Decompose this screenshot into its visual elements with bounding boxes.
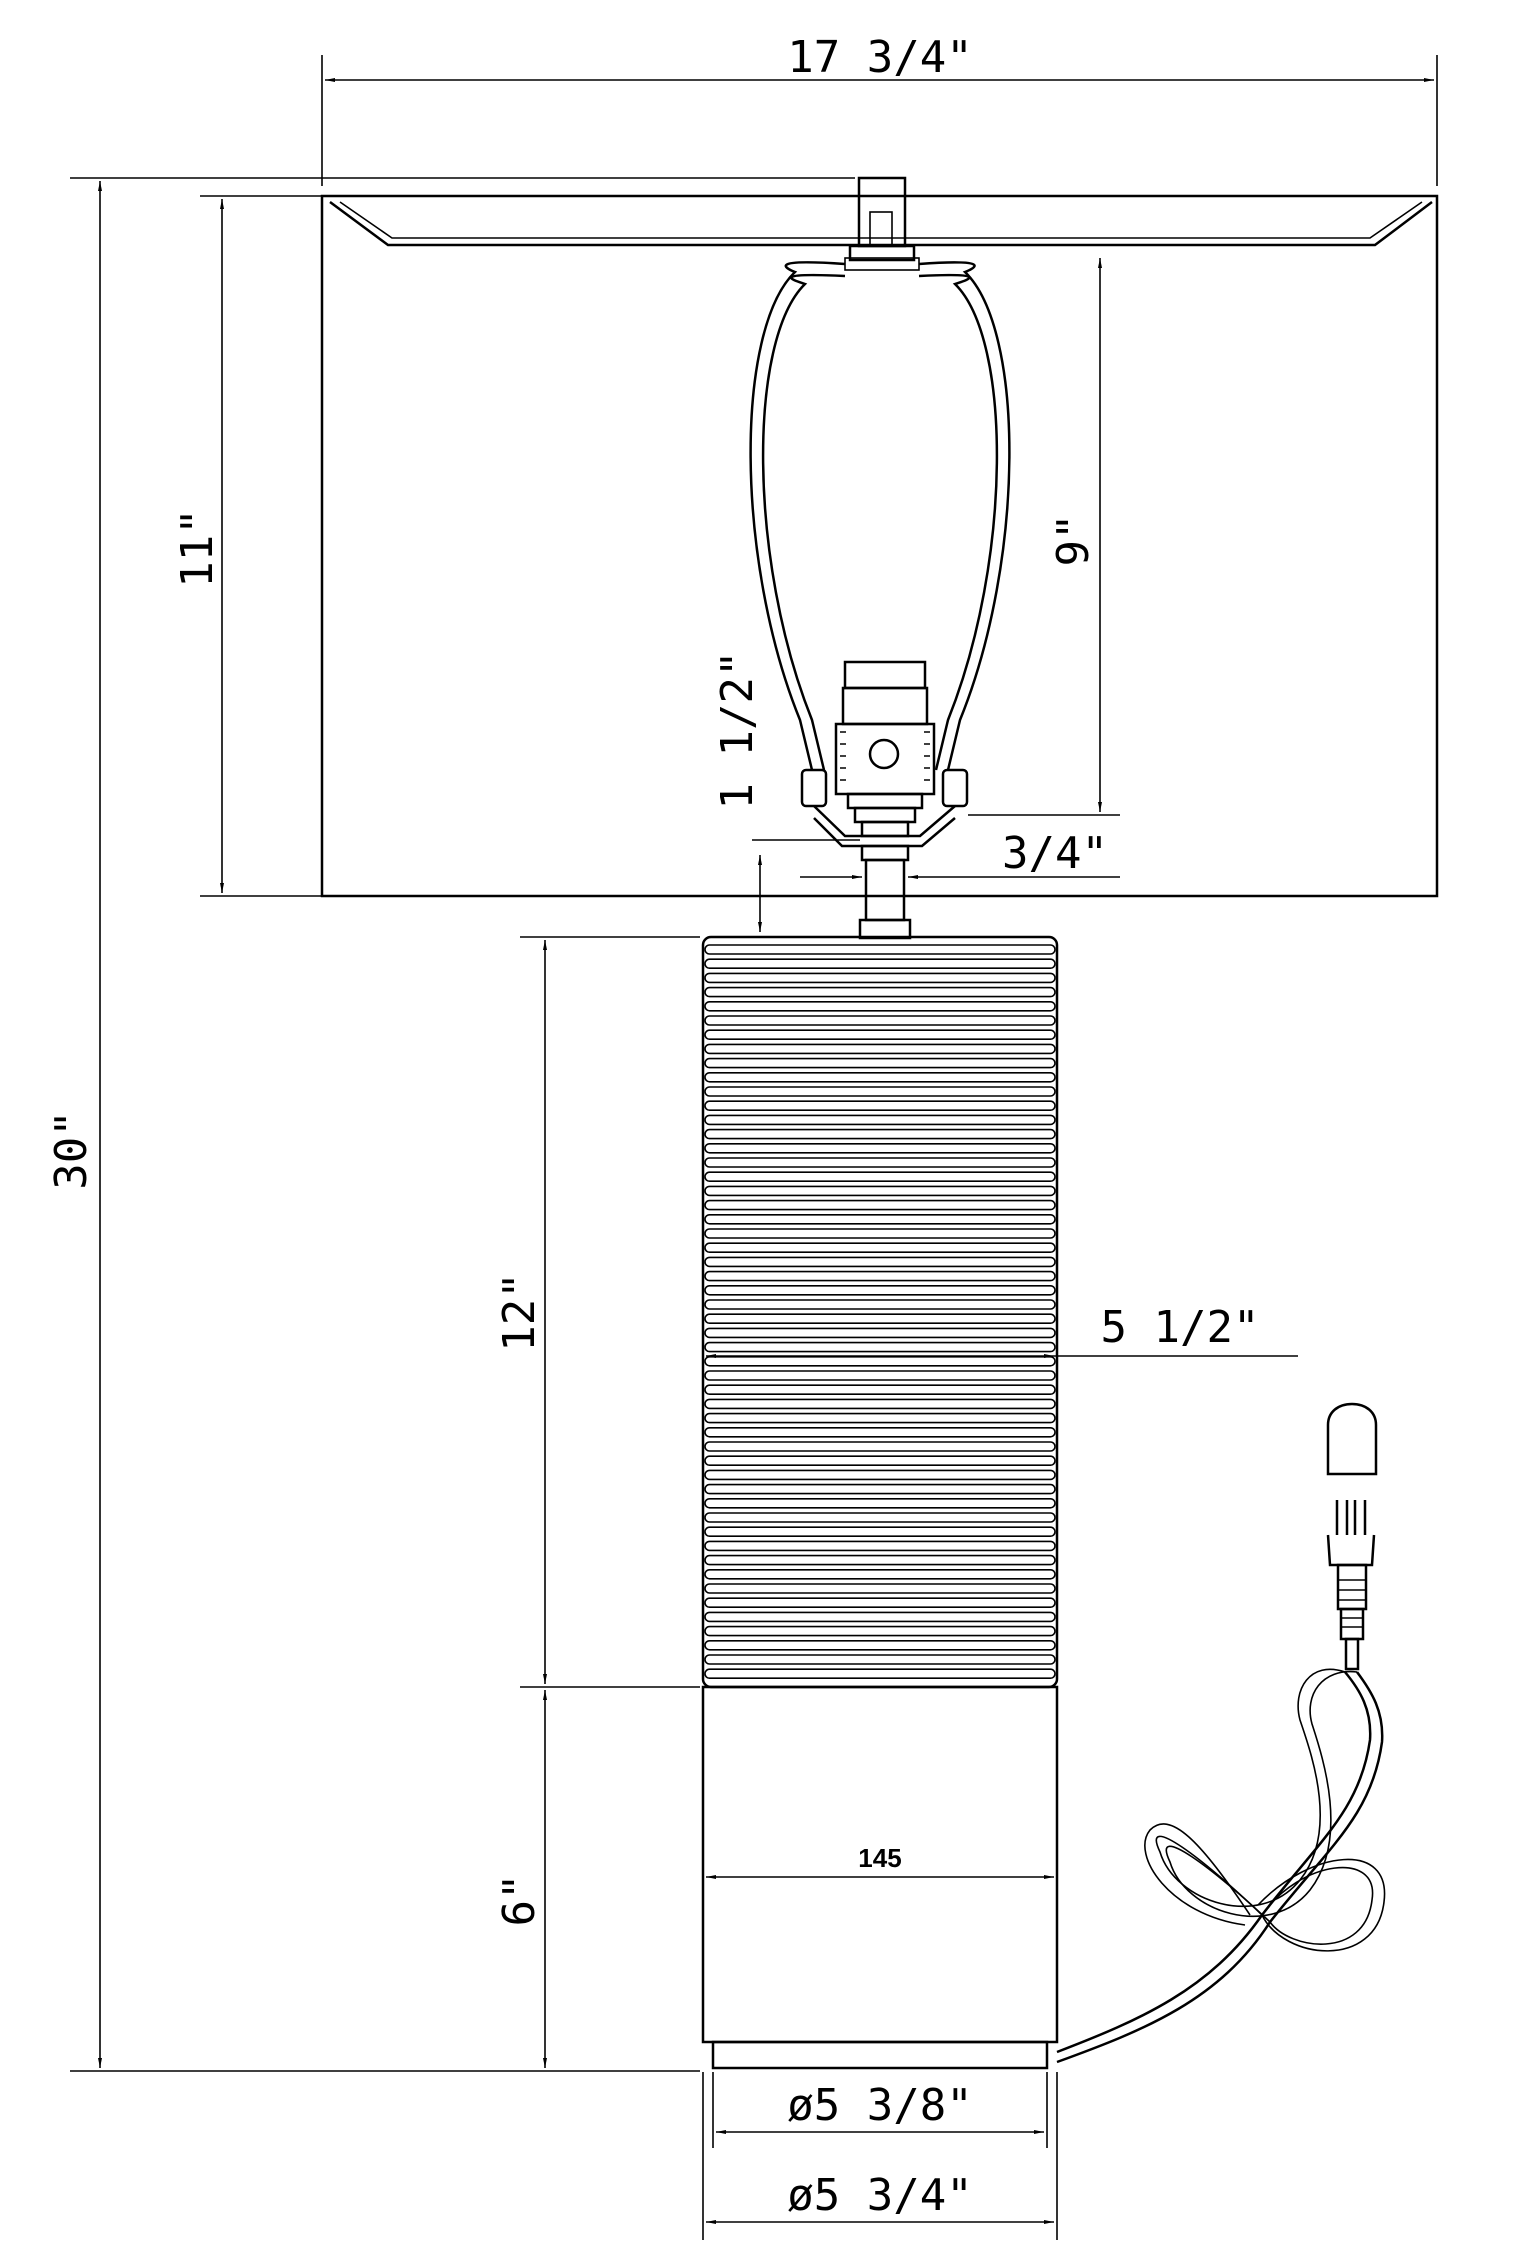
body-rib — [704, 958, 1056, 970]
base-height-label: 6" — [494, 1874, 545, 1927]
body-rib — [704, 1299, 1056, 1310]
dimension-lines — [70, 55, 1438, 2240]
body-rib — [704, 1029, 1056, 1040]
body-rib — [704, 1611, 1056, 1623]
body-rib — [704, 1285, 1056, 1296]
body-rib — [704, 1356, 1056, 1367]
body-rib — [704, 1199, 1056, 1211]
power-cord — [1056, 1668, 1386, 2064]
body-rib — [704, 1242, 1056, 1253]
neck — [858, 844, 912, 940]
body-rib — [704, 1157, 1056, 1168]
neck-height-label: 1 1/2" — [712, 651, 763, 810]
body-rib — [704, 1398, 1056, 1410]
finial-clip — [844, 176, 920, 271]
body-rib — [704, 972, 1056, 984]
body-rib — [704, 1015, 1056, 1026]
body-rib — [704, 1256, 1056, 1268]
body-width-label: 5 1/2" — [1101, 1302, 1260, 1353]
body-rib — [704, 944, 1056, 955]
body-rib — [704, 1625, 1056, 1637]
body-rib — [704, 1128, 1056, 1140]
body-rib — [704, 1313, 1056, 1324]
socket — [834, 660, 936, 838]
body-rib — [704, 1583, 1056, 1594]
base-value-label: 145 — [858, 1843, 901, 1873]
body-rib — [704, 1597, 1056, 1608]
body-rib — [704, 1441, 1056, 1452]
harp-height-label: 9" — [1048, 514, 1099, 567]
body-rib — [704, 1640, 1056, 1651]
body-rib — [704, 1341, 1056, 1353]
body-rib — [704, 1384, 1056, 1395]
body-rib — [704, 1370, 1056, 1381]
body-rib — [704, 1455, 1056, 1466]
body-rib — [704, 1100, 1056, 1111]
body-rib — [704, 1540, 1056, 1552]
body-height-label: 12" — [494, 1272, 545, 1351]
body-rib — [704, 1498, 1056, 1509]
body-rib — [704, 1270, 1056, 1282]
body-ribs — [704, 944, 1056, 1679]
body-rib — [704, 1171, 1056, 1182]
body-rib — [704, 1057, 1056, 1069]
body-rib — [704, 1143, 1056, 1154]
body-rib — [704, 1185, 1056, 1197]
body-rib — [704, 1327, 1056, 1339]
foot-diameter-outer-label: ø5 3/4" — [787, 2170, 972, 2221]
body-rib — [704, 1086, 1056, 1097]
body-rib — [704, 1469, 1056, 1481]
body-rib — [704, 1043, 1056, 1055]
body-rib — [704, 1114, 1056, 1126]
body-rib — [704, 1228, 1056, 1239]
ribbed-body — [701, 935, 1059, 1689]
shade-height-label: 11" — [172, 508, 223, 587]
neck-width-label: 3/4" — [1002, 828, 1108, 879]
harp — [749, 261, 1011, 848]
shade-width-label: 17 3/4" — [787, 32, 972, 83]
body-rib — [704, 1526, 1056, 1537]
body-rib — [704, 1554, 1056, 1566]
lamp-shade — [320, 194, 1439, 898]
foot — [711, 2040, 1049, 2070]
plug — [1326, 1500, 1376, 1671]
overall-height-label: 30" — [46, 1110, 97, 1189]
body-rib — [704, 1483, 1056, 1495]
body-rib — [704, 1214, 1056, 1225]
foot-diameter-inner-label: ø5 3/8" — [787, 2080, 972, 2131]
body-rib — [704, 1512, 1056, 1523]
body-rib — [704, 1668, 1056, 1679]
body-rib — [704, 1654, 1056, 1665]
body-rib — [704, 1000, 1056, 1012]
plug-cap — [1326, 1402, 1378, 1476]
body-rib — [704, 1412, 1056, 1424]
body-rib — [704, 1072, 1056, 1083]
body-rib — [704, 1427, 1056, 1438]
body-rib — [704, 986, 1056, 998]
body-rib — [704, 1569, 1056, 1580]
